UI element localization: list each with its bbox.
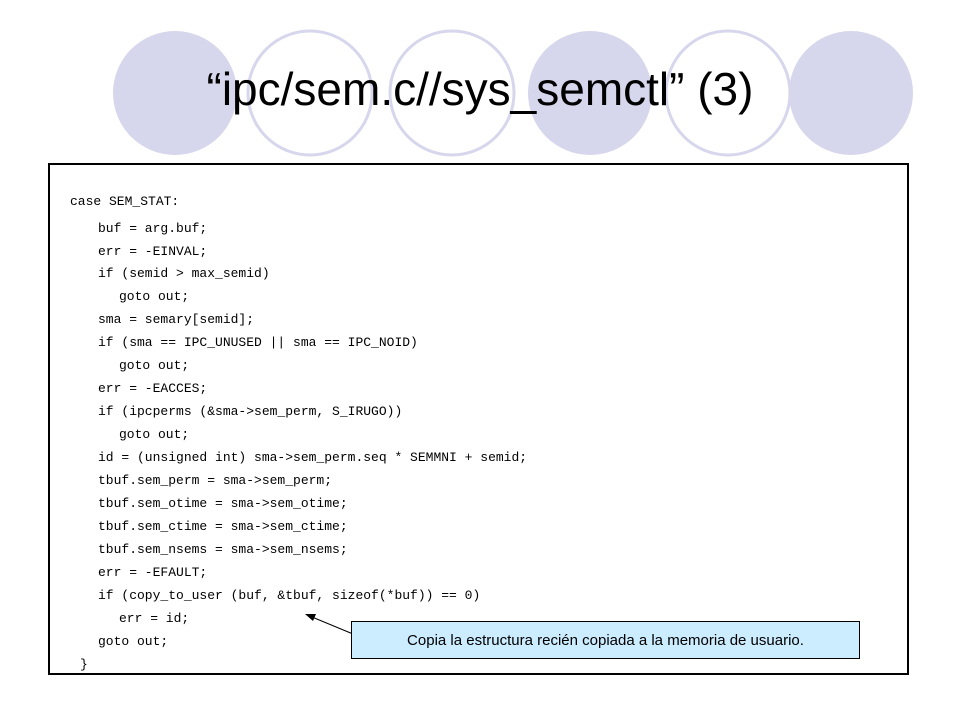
code-line: goto out; xyxy=(119,427,190,442)
code-line: tbuf.sem_ctime = sma->sem_ctime; xyxy=(98,519,348,534)
outline-circle-2 xyxy=(388,29,516,157)
decorative-circles xyxy=(113,29,913,157)
filled-circle-2 xyxy=(528,31,652,155)
callout-note: Copia la estructura recién copiada a la … xyxy=(351,621,860,659)
code-line: sma = semary[semid]; xyxy=(98,312,255,327)
code-line: id = (unsigned int) sma->sem_perm.seq * … xyxy=(98,450,528,465)
code-line: goto out; xyxy=(119,358,190,373)
code-line: buf = arg.buf; xyxy=(98,221,208,236)
slide-title: “ipc/sem.c//sys_semctl” (3) xyxy=(206,63,754,115)
outline-circle-1 xyxy=(246,29,374,157)
code-line: } xyxy=(80,657,88,672)
code-line: goto out; xyxy=(119,289,190,304)
code-line: if (copy_to_user (buf, &tbuf, sizeof(*bu… xyxy=(98,588,481,603)
code-box: case SEM_STAT: buf = arg.buf; err = -EIN… xyxy=(48,163,909,675)
filled-circle-3 xyxy=(789,31,913,155)
code-line: tbuf.sem_nsems = sma->sem_nsems; xyxy=(98,542,348,557)
code-line: err = id; xyxy=(119,611,190,626)
code-line: err = -EFAULT; xyxy=(98,565,208,580)
code-line: if (ipcperms (&sma->sem_perm, S_IRUGO)) xyxy=(98,404,403,419)
code-line: tbuf.sem_perm = sma->sem_perm; xyxy=(98,473,333,488)
code-line: case SEM_STAT: xyxy=(70,194,180,209)
code-line: err = -EINVAL; xyxy=(98,244,208,259)
filled-circle-1 xyxy=(113,31,237,155)
code-line: err = -EACCES; xyxy=(98,381,208,396)
code-line: if (semid > max_semid) xyxy=(98,266,270,281)
code-line: goto out; xyxy=(98,634,169,649)
code-line: if (sma == IPC_UNUSED || sma == IPC_NOID… xyxy=(98,335,418,350)
code-line: tbuf.sem_otime = sma->sem_otime; xyxy=(98,496,348,511)
